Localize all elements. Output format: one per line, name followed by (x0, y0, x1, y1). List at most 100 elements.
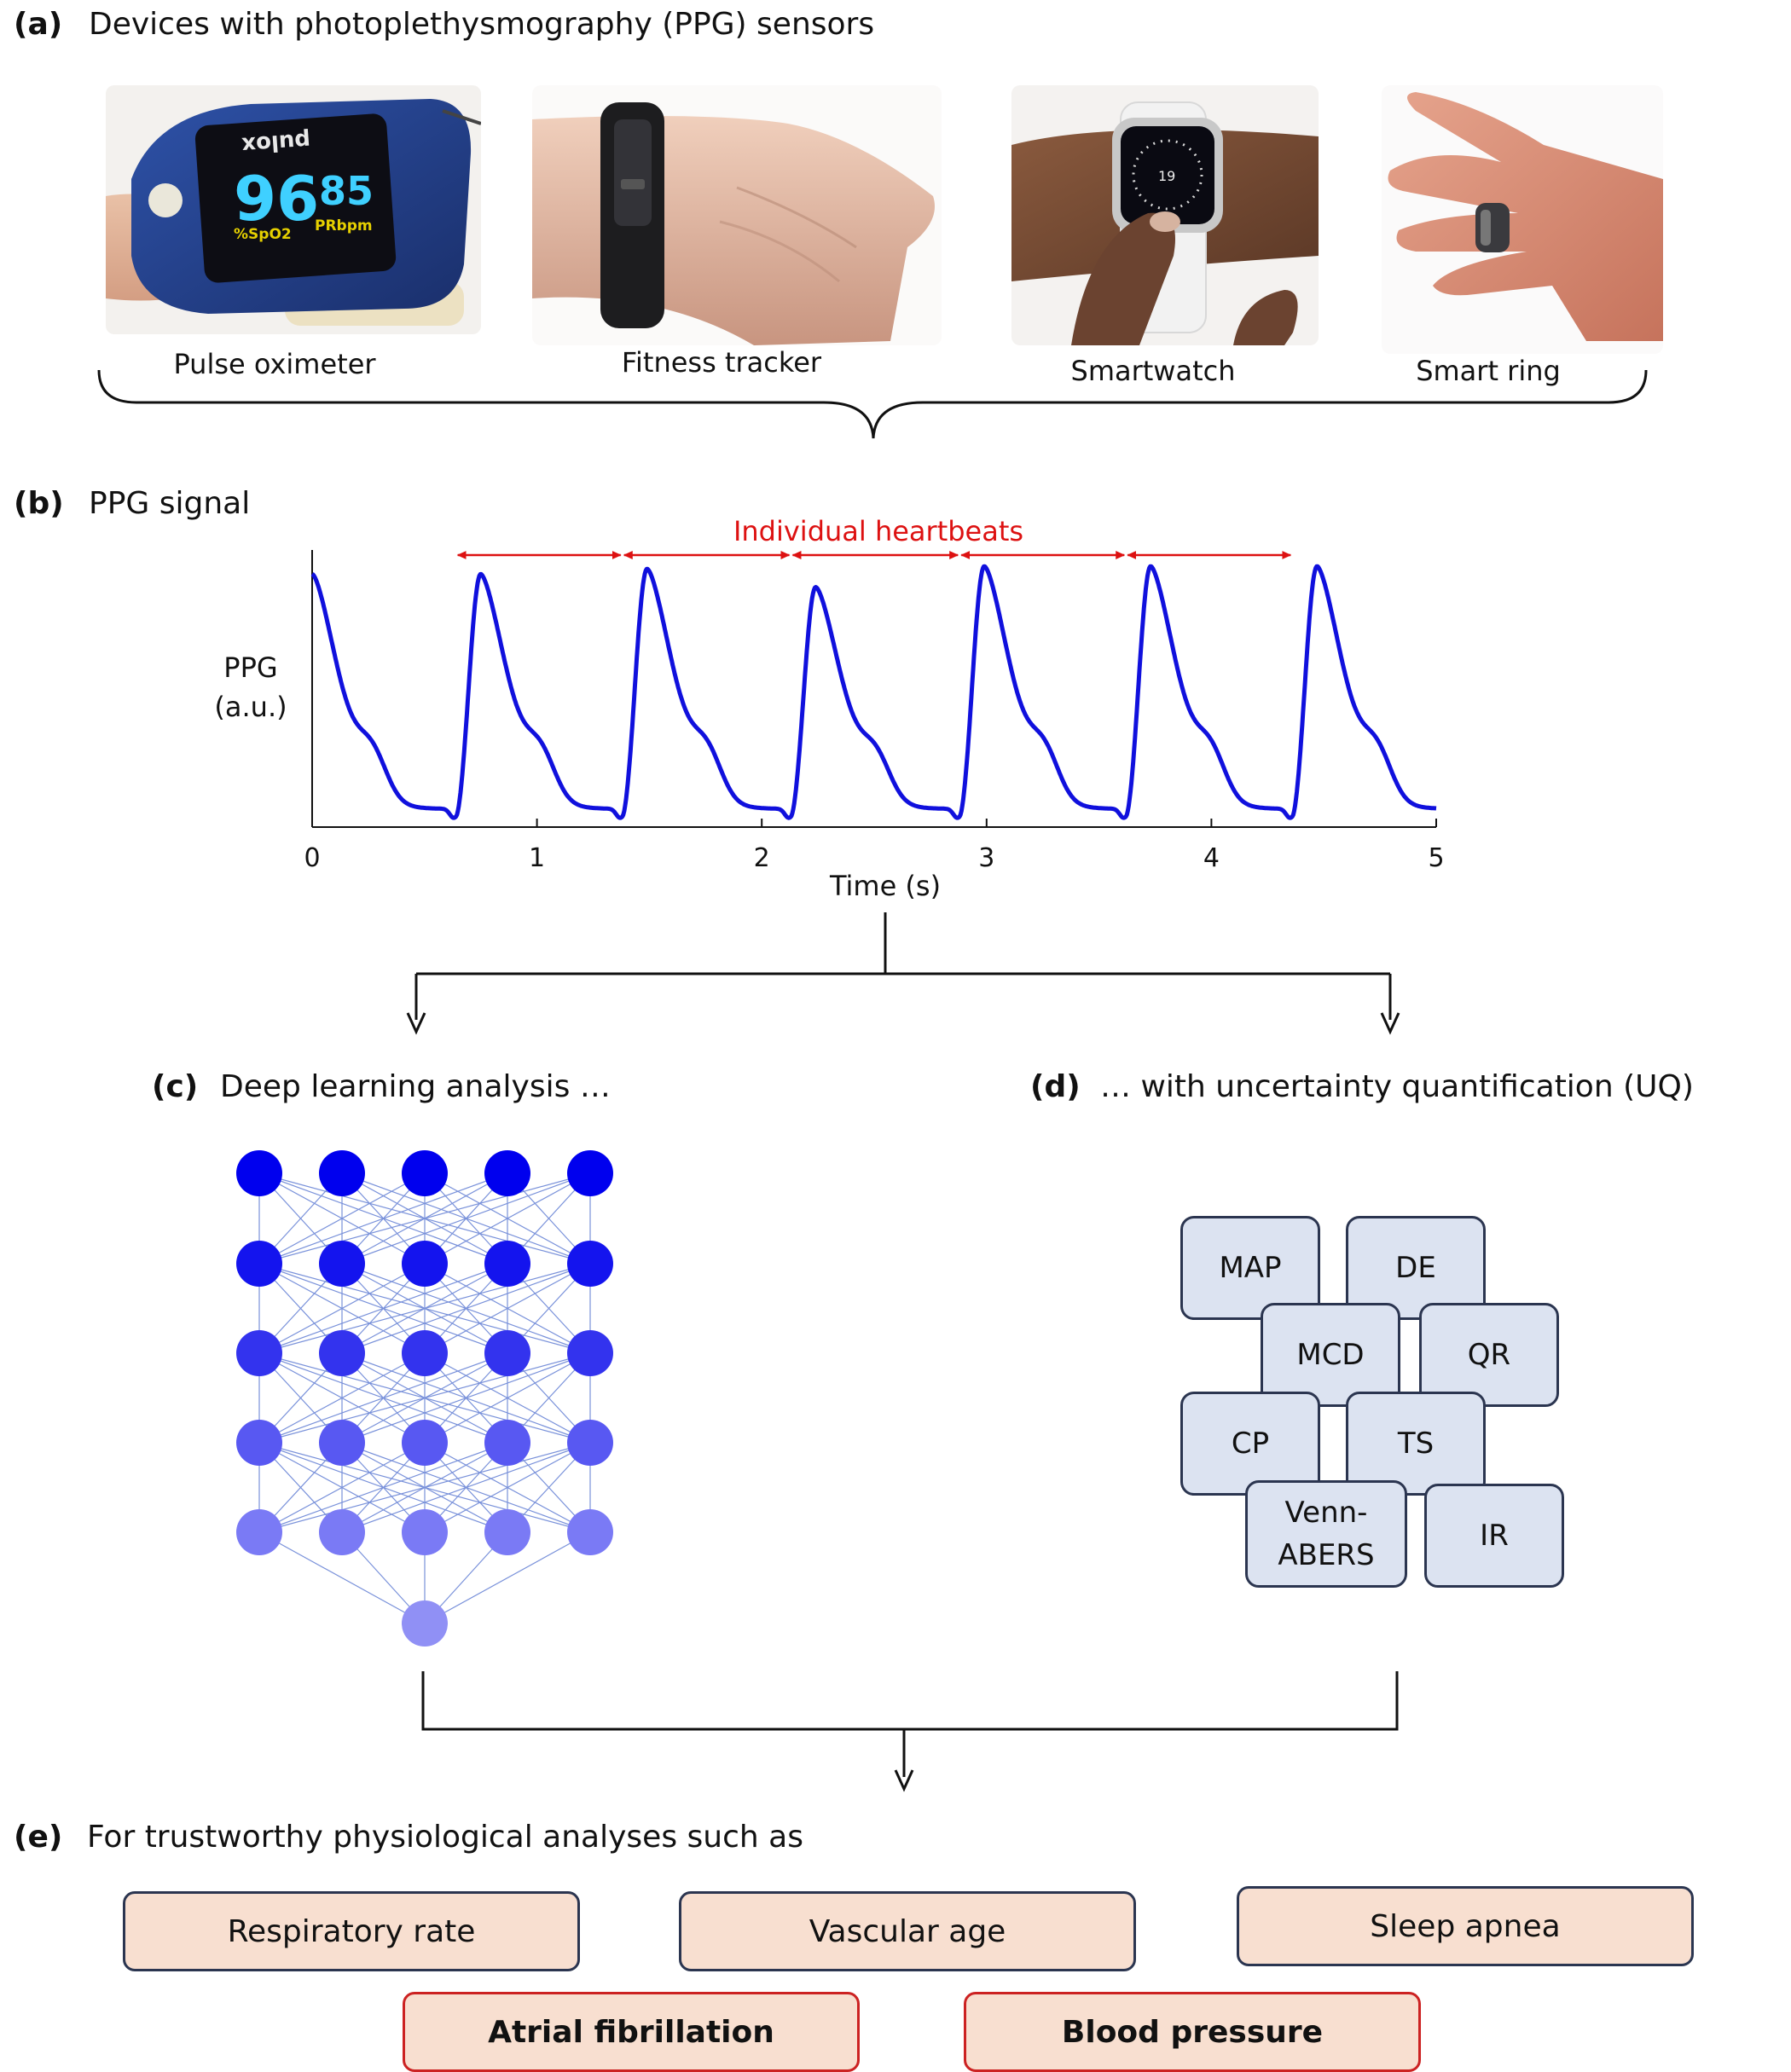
nn-edge (424, 1263, 591, 1354)
nn-edge (258, 1172, 508, 1265)
analysis-vascular-age: Vascular age (679, 1891, 1136, 1971)
nn-edge (341, 1172, 591, 1265)
panel-d-title: … with uncertainty quantification (UQ) (1100, 1069, 1694, 1104)
analysis-sleep-apnea: Sleep apnea (1237, 1886, 1694, 1966)
uq-method-ir: IR (1424, 1484, 1564, 1588)
nn-edge (424, 1352, 591, 1444)
uq-method-venn-abers: Venn- ABERS (1245, 1480, 1407, 1588)
analysis-blood-pressure: Blood pressure (964, 1992, 1421, 2072)
nn-edge (258, 1442, 508, 1533)
uq-method-mcd: MCD (1261, 1303, 1400, 1407)
nn-node (567, 1330, 613, 1376)
ppg-x-tick-label: 4 (1203, 843, 1220, 873)
nn-edge (258, 1263, 426, 1354)
smart-ring-photo (1382, 85, 1663, 354)
neural-network-diagram (236, 1150, 613, 1647)
heartbeat-annotation: Individual heartbeats (733, 515, 1024, 547)
nn-node (484, 1150, 530, 1196)
ppg-ylabel-line2: (a.u.) (214, 691, 287, 723)
ppg-x-tick-label: 3 (978, 843, 994, 873)
svg-text:19: 19 (1158, 168, 1175, 184)
uq-method-map: MAP (1180, 1216, 1320, 1320)
nn-node (402, 1150, 448, 1196)
nn-edge (258, 1352, 426, 1444)
uq-method-venn-line2: ABERS (1278, 1538, 1375, 1572)
nn-node (402, 1509, 448, 1555)
nn-node (319, 1420, 365, 1466)
panel-a-title: Devices with photoplethysmography (PPG) … (89, 7, 875, 42)
uq-method-venn-line1: Venn- (1284, 1496, 1368, 1530)
uq-method-ts: TS (1346, 1392, 1486, 1496)
caption-smartwatch: Smartwatch (1070, 355, 1236, 387)
nn-node (319, 1150, 365, 1196)
ppg-x-tick-label: 5 (1428, 843, 1444, 873)
nn-node (484, 1420, 530, 1466)
nn-edge (258, 1263, 508, 1354)
nn-edge (258, 1263, 591, 1354)
nn-edge (258, 1442, 591, 1533)
ppg-ylabel: PPG (a.u.) (208, 648, 293, 726)
caption-fitness-tracker: Fitness tracker (621, 346, 822, 379)
nn-edge (424, 1442, 591, 1533)
nn-node (567, 1420, 613, 1466)
nn-node (567, 1509, 613, 1555)
oximeter-pr: 85 (319, 168, 374, 214)
ppg-x-tick-label: 2 (754, 843, 770, 873)
panel-d-label: (d) (1030, 1069, 1081, 1104)
panel-e-title: For trustworthy physiological analyses s… (87, 1820, 803, 1855)
nn-edge (341, 1442, 591, 1533)
smartwatch-photo: 19 (1011, 85, 1319, 345)
nn-node (236, 1509, 282, 1555)
flow-merge-arrows (421, 1671, 1399, 1792)
nn-node (484, 1509, 530, 1555)
panel-a-label: (a) (14, 7, 63, 42)
ppg-x-tick-label: 1 (529, 843, 545, 873)
nn-edge (258, 1531, 426, 1624)
device-brace (97, 369, 1648, 439)
nn-node (236, 1330, 282, 1376)
nn-edge (424, 1531, 591, 1624)
oximeter-spo2-unit: %SpO2 (234, 226, 292, 243)
nn-node (484, 1241, 530, 1287)
nn-node (484, 1330, 530, 1376)
caption-pulse-oximeter: Pulse oximeter (173, 348, 376, 380)
nn-node (236, 1241, 282, 1287)
uq-method-qr: QR (1419, 1303, 1559, 1407)
nn-node (319, 1241, 365, 1287)
nn-node (236, 1420, 282, 1466)
nn-output-node (402, 1600, 448, 1647)
panel-b-label: (b) (14, 486, 64, 521)
uq-method-cp: CP (1180, 1392, 1320, 1496)
panel-e-label: (e) (14, 1820, 63, 1855)
panel-b-title: PPG signal (89, 486, 251, 521)
flow-split-arrows (406, 912, 1400, 1035)
nn-edge (258, 1352, 508, 1444)
pulse-oximeter-photo: pulox 96 85 %SpO2 PRbpm (106, 85, 481, 334)
nn-edge (258, 1172, 426, 1265)
nn-node (319, 1509, 365, 1555)
nn-edge (258, 1352, 591, 1444)
uq-method-de: DE (1346, 1216, 1486, 1320)
ppg-signal-chart: 0 1 2 3 4 5 (304, 550, 1445, 873)
nn-node (236, 1150, 282, 1196)
ppg-signal-line (310, 564, 1438, 820)
nn-node (402, 1330, 448, 1376)
caption-smart-ring: Smart ring (1416, 355, 1561, 387)
ppg-xlabel: Time (s) (829, 870, 942, 902)
fitness-tracker-photo (532, 85, 942, 345)
nn-node (567, 1150, 613, 1196)
nn-edge (341, 1263, 591, 1354)
nn-node (402, 1420, 448, 1466)
panel-c-title: Deep learning analysis … (220, 1069, 611, 1104)
ppg-x-tick-label: 0 (304, 843, 320, 873)
oximeter-brand: pulox (241, 127, 311, 158)
nn-edge (341, 1352, 591, 1444)
nn-edge (258, 1442, 426, 1533)
ppg-ylabel-line1: PPG (223, 651, 278, 684)
nn-edge (258, 1172, 591, 1265)
nn-node (567, 1241, 613, 1287)
analysis-respiratory-rate: Respiratory rate (123, 1891, 580, 1971)
analysis-atrial-fibrillation: Atrial fibrillation (403, 1992, 860, 2072)
nn-node (402, 1241, 448, 1287)
nn-edge (424, 1172, 591, 1265)
